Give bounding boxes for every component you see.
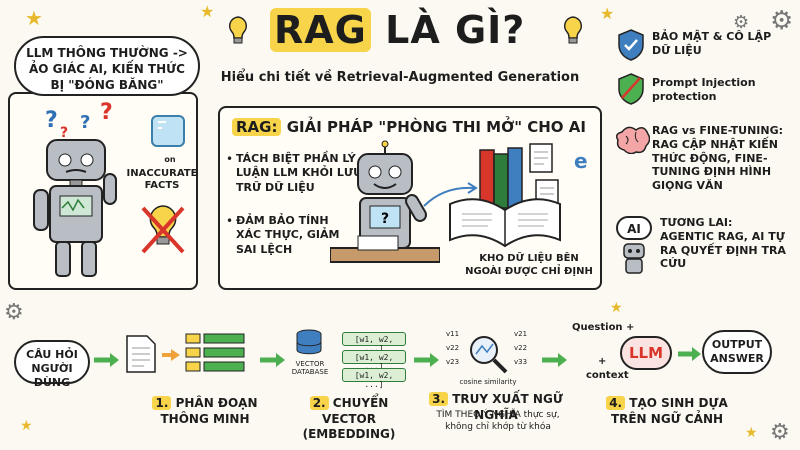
arrow-icon	[678, 347, 701, 361]
v-label: v33	[514, 358, 528, 366]
store-label: KHO DỮ LIỆU BÊN NGOÀI ĐƯỢC CHỈ ĐỊNH	[465, 253, 593, 277]
rag-heading: RAG: GIẢI PHÁP "PHÒNG THI MỞ" CHO AI	[232, 118, 586, 136]
future-text: TƯƠNG LAI: AGENTIC RAG, AI TỰ RA QUYẾT Đ…	[660, 216, 786, 271]
question-mark-icon: ?	[45, 108, 58, 133]
step-2-number: 2.	[309, 396, 329, 410]
lightbulb-icon	[563, 16, 583, 44]
vector-item: [w1, w2, ...]	[342, 332, 406, 353]
database-icon	[296, 329, 322, 355]
step-4: 4. TẠO SINH DỰA TRÊN NGỮ CẢNH	[604, 396, 730, 427]
star-icon: ★	[610, 300, 623, 316]
subtitle: Hiểu chi tiết về Retrieval-Augmented Gen…	[220, 70, 580, 85]
question-mark-icon: ?	[80, 112, 91, 133]
v-label: v21	[514, 330, 528, 338]
question-mark-icon: ?	[100, 100, 113, 125]
question-plus-label: Question +	[572, 322, 635, 333]
ice-note: on	[164, 155, 176, 164]
crossed-lightbulb-icon	[141, 205, 185, 254]
gear-icon: ⚙	[770, 6, 794, 36]
star-icon: ★	[600, 4, 615, 23]
document-icon	[126, 335, 156, 373]
shield-broken-icon	[618, 73, 644, 105]
gear-icon: ⚙	[733, 12, 750, 33]
step-4-label: TẠO SINH DỰA TRÊN NGỮ CẢNH	[610, 396, 728, 426]
title-rest: LÀ GÌ?	[370, 8, 526, 52]
speech-bubble: LLM THÔNG THƯỜNG -> ẢO GIÁC AI, KIẾN THỨ…	[14, 36, 200, 96]
star-icon: ★	[745, 425, 758, 441]
ice-cube-icon	[151, 115, 185, 147]
v-label: v11	[446, 330, 460, 338]
step-1-number: 1.	[152, 396, 172, 410]
bullet-item: ĐẢM BẢO TÍNH XÁC THỰC, GIẢM SAI LỆCH	[236, 214, 340, 256]
step-1: 1. PHÂN ĐOẠN THÔNG MINH	[150, 396, 260, 427]
gear-icon: ⚙	[4, 300, 24, 325]
security-text: BẢO MẬT & CÔ LẬP DỮ LIỆU	[652, 30, 772, 57]
vector-item: [w1, w2, ...]	[342, 368, 406, 389]
bullet-icon: •	[226, 214, 234, 228]
step-2-label: CHUYỂN VECTOR (EMBEDDING)	[302, 396, 396, 442]
output-cloud: OUTPUT ANSWER	[702, 330, 772, 374]
rag-heading-tag: RAG:	[232, 118, 282, 136]
step-1-label: PHÂN ĐOẠN THÔNG MINH	[160, 396, 258, 426]
rag-heading-text: GIẢI PHÁP "PHÒNG THI MỞ" CHO AI	[281, 118, 586, 136]
rag-vs-ft-text: RAG vs FINE-TUNING: RAG CẬP NHẬT KIẾN TH…	[652, 124, 784, 192]
vector-db-label: VECTOR DATABASE	[291, 360, 329, 377]
question-mark-icon: ?	[60, 125, 69, 141]
step-3-label: TRUY XUẤT NGỮ NGHĨA	[448, 392, 563, 422]
mini-robot-icon	[623, 243, 645, 274]
vector-item: [w1, w2, ...]	[342, 350, 406, 371]
shield-icon	[618, 29, 644, 61]
lightbulb-icon	[228, 16, 248, 44]
arrow-icon	[414, 353, 439, 367]
arrow-icon	[542, 353, 567, 367]
svg-text:?: ?	[381, 211, 389, 227]
llm-badge: LLM	[620, 336, 672, 370]
star-icon: ★	[25, 6, 43, 30]
v-label: v22	[446, 344, 460, 352]
star-icon: ★	[20, 418, 33, 434]
cosine-label: cosine similarity	[459, 378, 517, 386]
arrow-icon	[162, 349, 180, 361]
svg-text:e: e	[574, 149, 588, 173]
v-label: v22	[514, 344, 528, 352]
prompt-injection-text: Prompt Injection protection	[652, 76, 756, 103]
step-2: 2. CHUYỂN VECTOR (EMBEDDING)	[282, 396, 416, 443]
happy-robot-icon: ?	[330, 140, 440, 263]
open-book-icon	[449, 198, 561, 248]
step-3: 3. TRUY XUẤT NGỮ NGHĨA	[426, 392, 566, 423]
step-3-number: 3.	[429, 392, 449, 406]
bullet-icon: •	[226, 152, 234, 166]
v-label: v23	[446, 358, 460, 366]
facts-note: INACCURATE FACTS	[126, 168, 198, 191]
star-icon: ★	[200, 2, 215, 21]
context-label: context	[586, 370, 629, 381]
step-3-subtitle: TÌM THEO Ý NGHĨA thực sự, không chỉ khớp…	[436, 410, 560, 432]
chunks-icon	[185, 333, 245, 372]
plus-label: +	[598, 356, 607, 367]
question-cloud: CÂU HỎI NGƯỜI DÙNG	[14, 340, 90, 389]
ai-badge: AI	[616, 216, 652, 240]
magnifier-icon	[470, 336, 508, 374]
page-title: RAG LÀ GÌ?	[270, 8, 550, 68]
arrow-icon	[423, 182, 478, 207]
confused-robot-icon	[33, 139, 117, 277]
gear-icon: ⚙	[770, 420, 790, 445]
brain-icon	[615, 126, 650, 154]
title-highlight: RAG	[270, 8, 371, 52]
step-4-number: 4.	[606, 396, 626, 410]
bullet-item: TÁCH BIỆT PHẦN LÝ LUẬN LLM KHỎI LƯU TRỮ …	[236, 152, 363, 194]
arrow-icon	[94, 353, 119, 367]
arrow-icon	[260, 353, 285, 367]
